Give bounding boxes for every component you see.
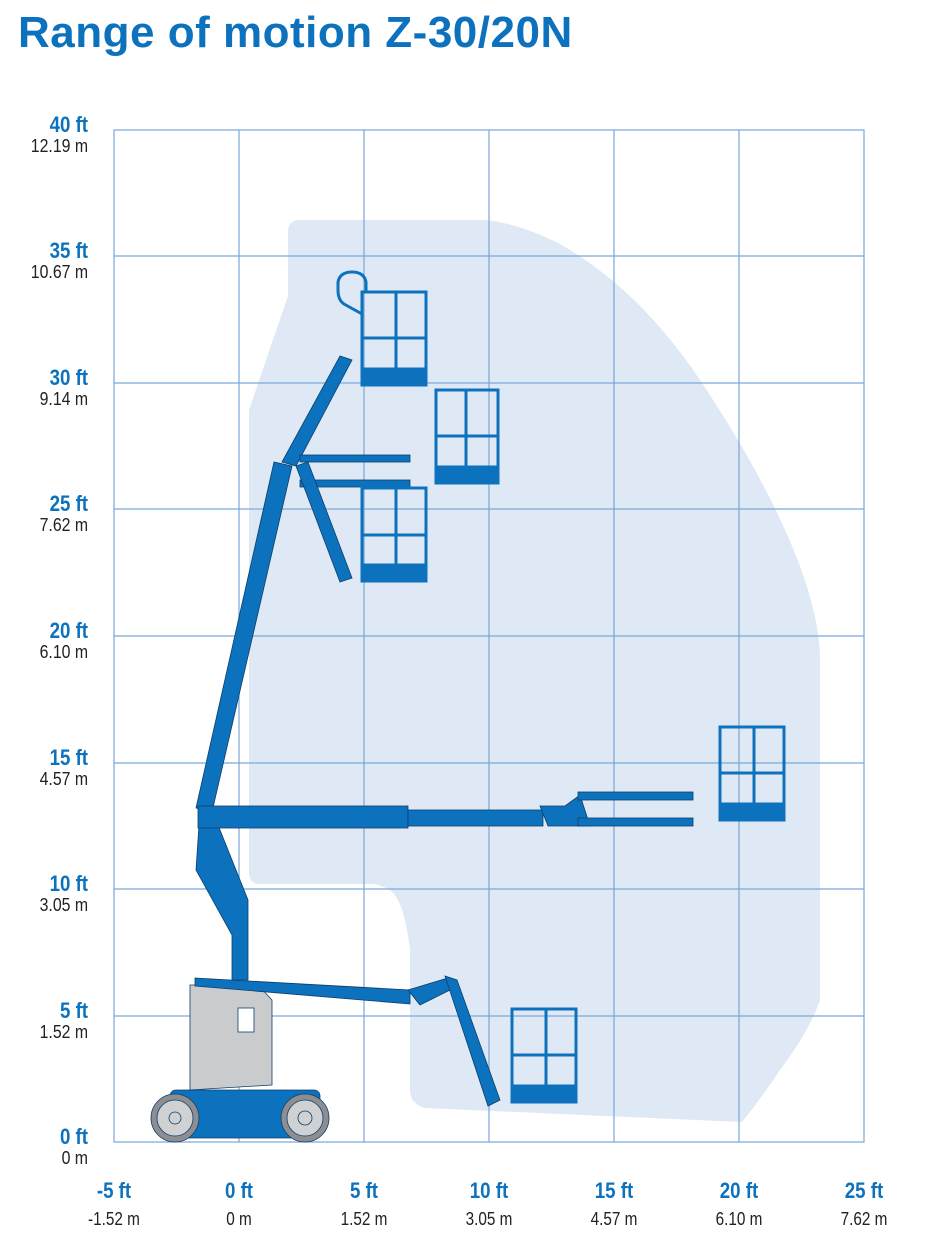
main-boom-horizontal (197, 805, 409, 829)
platform-low (510, 1007, 578, 1104)
page-title: Range of motion Z-30/20N (18, 8, 573, 57)
platform-max-height (336, 270, 428, 387)
x-label-neg5: -5 ft-1.52 m (88, 1178, 140, 1229)
platform-mid-upper (434, 388, 500, 485)
platform-max-outreach (718, 725, 786, 822)
working-envelope (249, 220, 820, 1122)
platform-mid (360, 486, 428, 583)
boom-lift-machine (150, 355, 694, 1143)
riser-link (195, 809, 249, 981)
wheel-icon (150, 1093, 200, 1143)
turntable (189, 984, 273, 1091)
wheel-icon (280, 1093, 330, 1143)
